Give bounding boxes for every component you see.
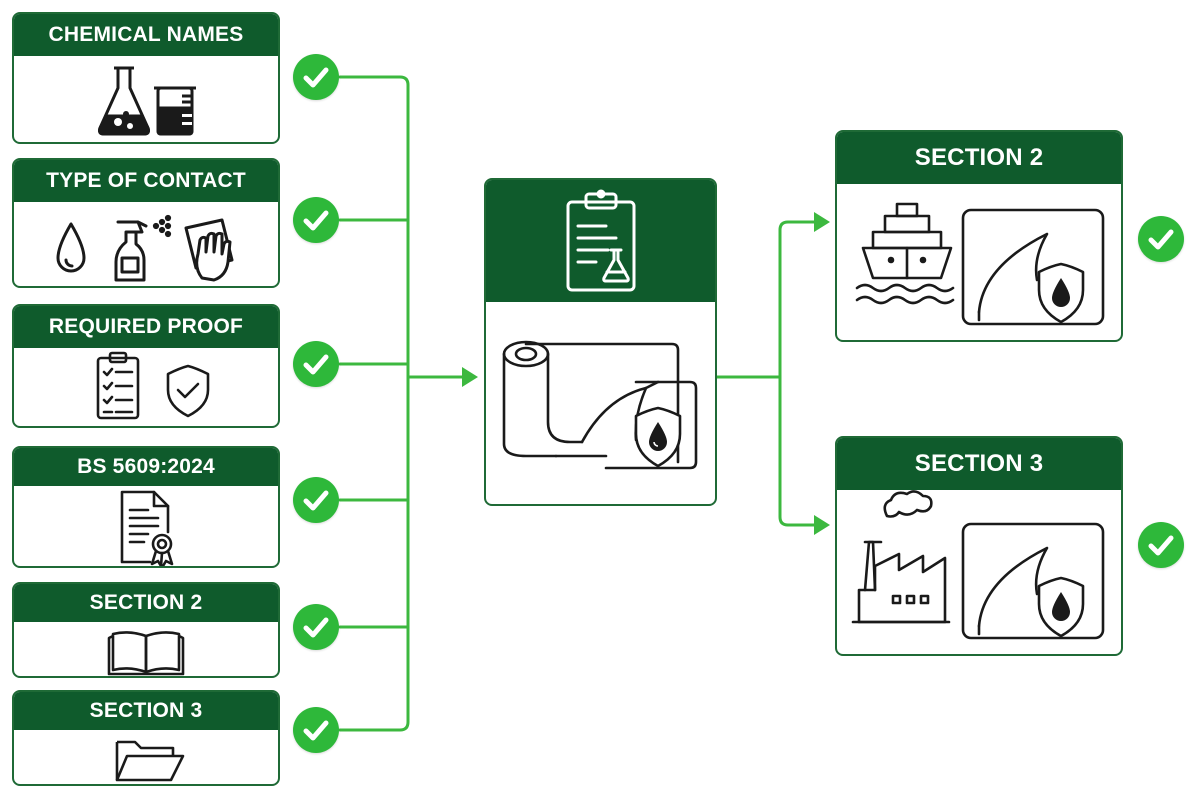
check-icon bbox=[293, 707, 339, 753]
clipboard-flask-icon bbox=[566, 189, 636, 292]
requirement-card-bs-5609: BS 5609:2024 bbox=[12, 446, 280, 568]
requirement-title: BS 5609:2024 bbox=[14, 448, 278, 486]
connector-req-1 bbox=[338, 75, 410, 732]
requirement-title: SECTION 2 bbox=[14, 584, 278, 622]
spray-bottle-icon bbox=[114, 220, 148, 282]
requirement-title: REQUIRED PROOF bbox=[14, 306, 278, 348]
drop-icon bbox=[56, 222, 86, 273]
wipe-hand-icon bbox=[184, 218, 234, 270]
label-roll-shield-icon bbox=[502, 340, 698, 470]
ship-icon bbox=[855, 202, 955, 305]
label-sheet-icon bbox=[961, 522, 1105, 640]
open-book-icon bbox=[107, 631, 185, 676]
check-icon bbox=[1138, 522, 1184, 568]
checklist-shield-icon bbox=[96, 351, 210, 420]
contact-types-icon bbox=[56, 214, 234, 282]
check-icon bbox=[1138, 216, 1184, 262]
check-icon bbox=[293, 197, 339, 243]
requirement-title: CHEMICAL NAMES bbox=[14, 14, 278, 56]
certificate-icon bbox=[120, 490, 174, 566]
arrow-head-outcome-1 bbox=[814, 212, 830, 232]
requirement-card-required-proof: REQUIRED PROOF bbox=[12, 304, 280, 428]
connector-to-outcome-1 bbox=[778, 220, 818, 379]
drop-icon bbox=[1052, 592, 1070, 621]
outcome-title: SECTION 3 bbox=[837, 438, 1121, 490]
drop-icon bbox=[649, 422, 667, 451]
requirement-title: TYPE OF CONTACT bbox=[14, 160, 278, 202]
shield-icon bbox=[166, 364, 210, 418]
check-icon bbox=[293, 604, 339, 650]
arrow-head-outcome-2 bbox=[814, 515, 830, 535]
check-icon bbox=[293, 54, 339, 100]
check-icon bbox=[293, 341, 339, 387]
drop-icon bbox=[1052, 278, 1070, 307]
outcome-card-section-2: SECTION 2 bbox=[835, 130, 1123, 342]
check-icon bbox=[293, 477, 339, 523]
arrow-head-center bbox=[462, 367, 478, 387]
requirement-title: SECTION 3 bbox=[14, 692, 278, 730]
factory-label-icon bbox=[851, 490, 1105, 640]
folder-icon bbox=[115, 740, 185, 782]
requirement-card-section-2: SECTION 2 bbox=[12, 582, 280, 678]
outcome-card-section-3: SECTION 3 bbox=[835, 436, 1123, 656]
label-sheet-icon bbox=[961, 208, 1105, 326]
factory-icon bbox=[851, 490, 951, 624]
outcome-title: SECTION 2 bbox=[837, 132, 1121, 184]
ship-label-icon bbox=[855, 202, 1105, 326]
requirement-card-chemical-names: CHEMICAL NAMES bbox=[12, 12, 280, 144]
center-header bbox=[486, 180, 715, 302]
connector-to-outcome-2 bbox=[778, 375, 818, 527]
requirement-card-type-of-contact: TYPE OF CONTACT bbox=[12, 158, 280, 288]
flask-beaker-icon bbox=[98, 66, 196, 136]
center-card bbox=[484, 178, 717, 506]
requirement-card-section-3: SECTION 3 bbox=[12, 690, 280, 786]
